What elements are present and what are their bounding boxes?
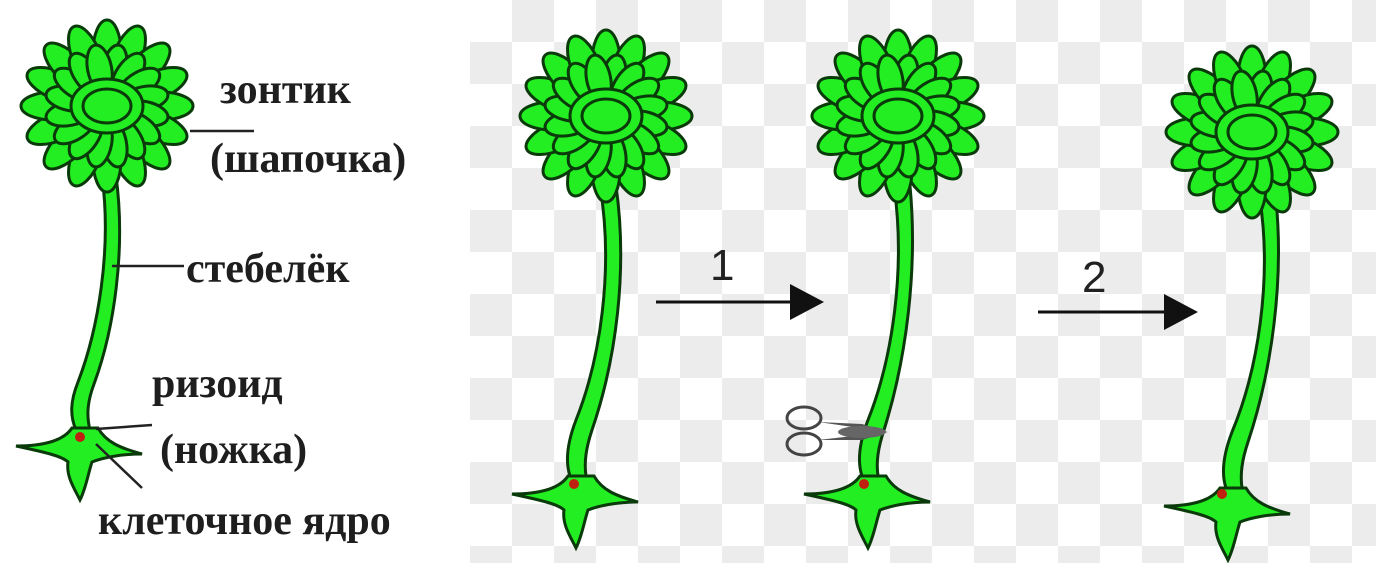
plant-regenerated (1164, 46, 1338, 560)
label-cap-alt: (шапочка) (210, 136, 406, 182)
cap (21, 20, 193, 192)
label-nucleus: клеточное ядро (98, 498, 391, 544)
plant-initial (512, 30, 692, 548)
label-rhizoid-alt: (ножка) (160, 427, 307, 473)
plant-cut (804, 30, 984, 548)
stalk (72, 176, 120, 430)
arrow-step-1 (656, 284, 824, 320)
label-cap: зонтик (220, 67, 352, 113)
arrow-step-2 (1038, 294, 1198, 330)
step-2-number: 2 (1082, 253, 1106, 302)
nucleus (75, 432, 85, 442)
label-stalk: стебелёк (186, 246, 350, 292)
step-1-number: 1 (710, 241, 734, 290)
label-rhizoid: ризоид (152, 361, 283, 407)
